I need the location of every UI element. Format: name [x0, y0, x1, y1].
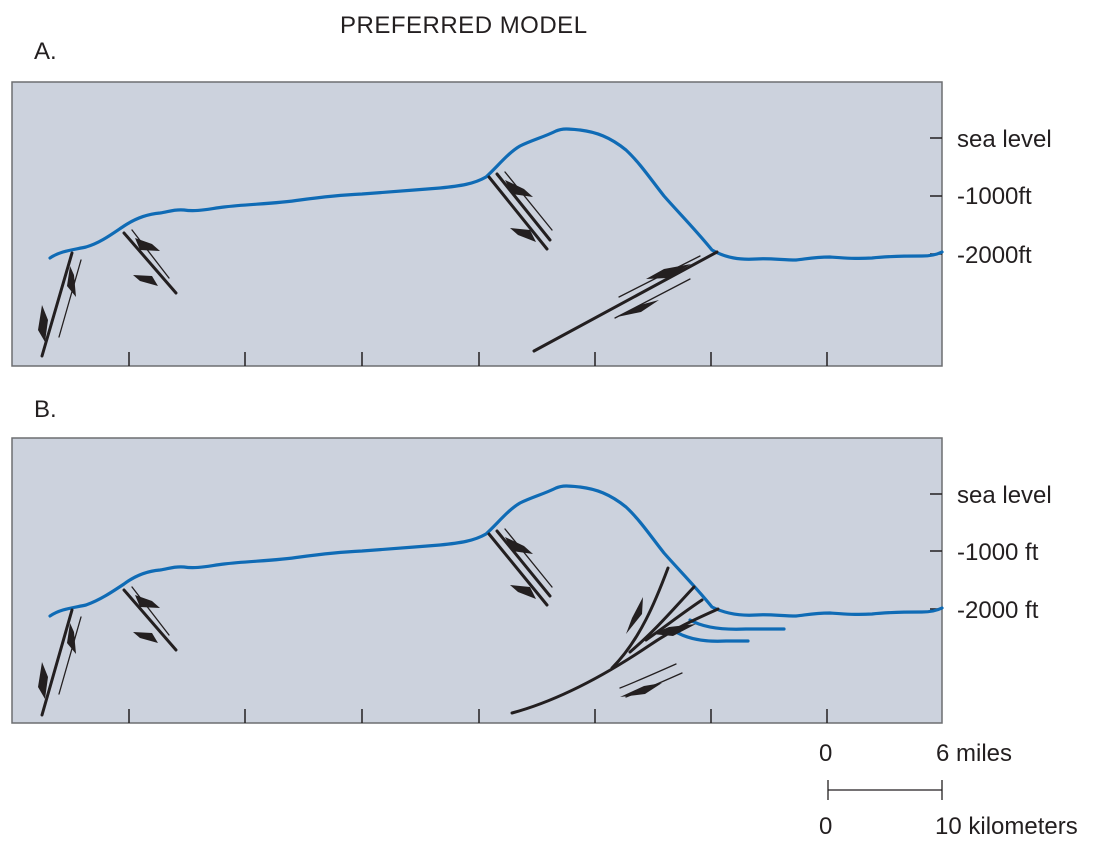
panel-b — [11, 437, 944, 724]
panel-b-fault-bank-arrow-lower — [510, 585, 536, 599]
scale-miles-label: 6 miles — [936, 740, 1013, 767]
panel-b-splay-1 — [610, 566, 670, 670]
panel-b-fault-shelf — [122, 586, 178, 652]
panel-a-fault-left-arrow-up — [67, 266, 76, 297]
panel-a-label: A. — [34, 38, 57, 65]
panel-a-background — [11, 81, 943, 367]
panel-b-fault-bank-arrow-upper — [505, 537, 533, 554]
panel-b-fault-shelf-arrow-upper — [135, 595, 160, 608]
panel-a-thrust-fault — [532, 250, 719, 353]
panel-b-thrust-arrow-upper — [652, 624, 696, 636]
panel-b-fault-bank — [487, 528, 553, 607]
panel-a-fault-bank-arrow-lower — [510, 228, 536, 242]
panel-b-reflector-upper — [688, 618, 786, 631]
panel-b-splay-2 — [628, 585, 696, 654]
panel-b-seafloor-profile — [48, 484, 944, 618]
scale-km-label: 10 kilometers — [935, 813, 1078, 840]
panel-a-fault-shelf-arrow-lower — [133, 275, 158, 286]
panel-a-sea-level-label: sea level — [957, 126, 1052, 153]
panel-a-fault-left-arrow-down — [38, 305, 48, 342]
panel-a-distance-ticks — [128, 352, 828, 366]
panel-b-splay-arrow — [626, 597, 643, 634]
panel-b-label: B. — [34, 396, 57, 423]
panel-a-fault-shelf — [122, 229, 178, 295]
panel-a-depth-1000-label: -1000ft — [957, 183, 1032, 210]
figure-title: PREFERRED MODEL — [340, 12, 588, 39]
panel-b-basal-thrust — [510, 607, 720, 715]
panel-b-fault-left-arrow-down — [38, 662, 48, 699]
panel-a-depth-2000-label: -2000ft — [957, 242, 1032, 269]
panel-b-imbricate-thrusts — [510, 566, 720, 715]
panel-b-fault-left — [38, 608, 82, 717]
panel-a-thrust-arrow-lower — [617, 300, 659, 317]
panel-b-reflector-lower — [674, 630, 750, 643]
panel-b-sea-level-label: sea level — [957, 482, 1052, 509]
panel-b-depth-2000-label: -2000 ft — [957, 597, 1039, 624]
panel-b-distance-ticks — [128, 709, 828, 723]
panel-b-fault-shelf-arrow-lower — [133, 632, 158, 643]
panel-a-fault-bank-arrow-upper — [505, 180, 533, 197]
panel-a-fault-left — [38, 251, 82, 358]
panel-b-thrust-thin-1 — [619, 663, 677, 689]
scale-bar — [827, 780, 943, 800]
panel-a-thrust-arrow-upper — [646, 264, 691, 279]
panel-b-thrust-arrow-lower — [620, 683, 662, 697]
panel-b-background — [11, 437, 943, 724]
panel-b-fault-left-arrow-up — [67, 623, 76, 654]
scale-km-zero: 0 — [819, 813, 833, 840]
panel-a — [11, 81, 944, 367]
panel-b-depth-1000-label: -1000 ft — [957, 539, 1039, 566]
panel-a-seafloor-profile — [48, 127, 944, 262]
panel-a-fault-shelf-arrow-upper — [135, 238, 160, 251]
panel-a-fault-bank — [487, 171, 553, 251]
scale-miles-zero: 0 — [819, 740, 833, 767]
panel-b-splay-3 — [644, 598, 704, 642]
